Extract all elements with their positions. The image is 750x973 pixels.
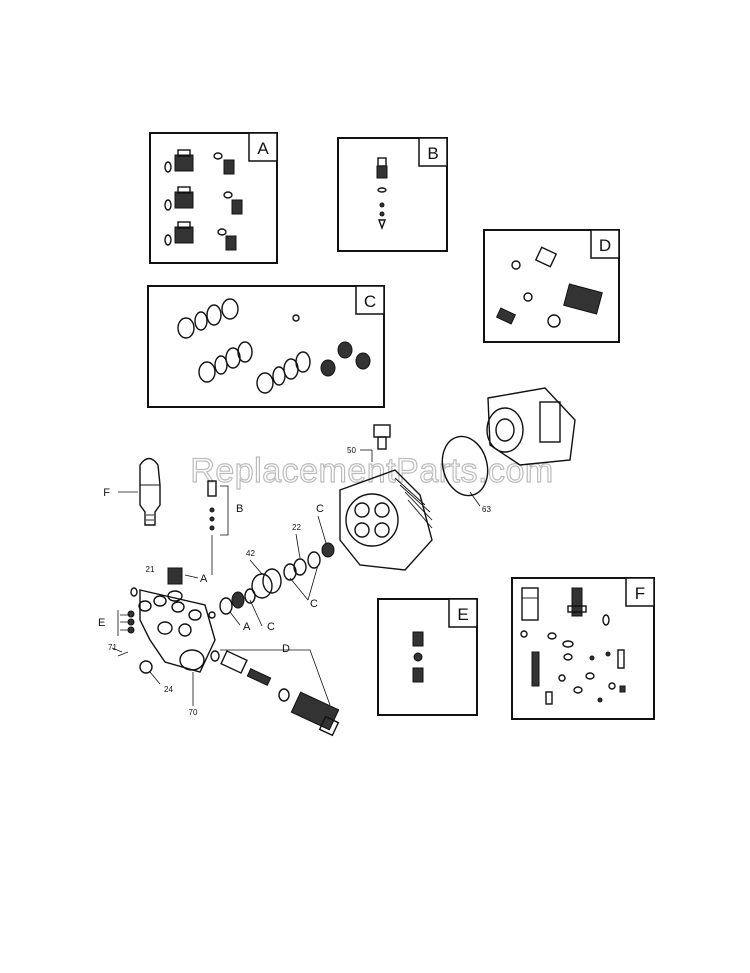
callout-63: 63 xyxy=(482,505,491,514)
callout-a-lower: A xyxy=(243,621,251,633)
callout-71: 71 xyxy=(108,643,117,652)
kit-box-c: C xyxy=(147,285,385,408)
callout-c-mid: C xyxy=(310,598,318,610)
flange-housing xyxy=(486,387,576,466)
kit-d-label: D xyxy=(599,236,611,255)
housing-gasket xyxy=(441,435,489,497)
kit-b-parts xyxy=(376,157,388,230)
kit-f-label: F xyxy=(635,584,645,603)
callout-22: 22 xyxy=(292,523,301,532)
callout-b: B xyxy=(236,503,243,515)
kit-box-d: D xyxy=(483,229,620,343)
callout-e: E xyxy=(98,617,105,629)
manifold xyxy=(111,567,216,674)
fitting-50 xyxy=(373,424,391,450)
kit-e-label: E xyxy=(457,605,468,624)
crankcase xyxy=(339,469,433,571)
callout-c-upper: C xyxy=(316,503,324,515)
callout-42: 42 xyxy=(246,549,255,558)
kit-c-parts xyxy=(177,298,371,394)
unloader-valve xyxy=(139,457,161,526)
kit-f-parts xyxy=(520,587,626,705)
callout-f: F xyxy=(103,487,110,499)
kit-a-label: A xyxy=(257,139,269,158)
kit-e-parts xyxy=(412,631,424,683)
kit-a-parts xyxy=(164,149,243,251)
kit-box-b: B xyxy=(337,137,448,252)
callout-70: 70 xyxy=(189,708,198,717)
callout-c-lower: C xyxy=(267,621,275,633)
kit-b-label: B xyxy=(427,144,438,163)
callout-24: 24 xyxy=(164,685,173,694)
check-valve-assembly xyxy=(210,650,340,737)
callout-50: 50 xyxy=(347,446,356,455)
callout-21: 21 xyxy=(146,565,155,574)
kit-d-parts xyxy=(495,246,603,328)
callout-d: D xyxy=(282,643,290,655)
kit-box-a: A xyxy=(149,132,278,264)
callout-a-upper: A xyxy=(200,573,208,585)
pump-assembly xyxy=(111,387,576,737)
kit-box-f: F xyxy=(511,577,655,720)
kit-box-e: E xyxy=(377,598,478,716)
pressure-switch xyxy=(207,480,217,531)
kit-c-label: C xyxy=(364,292,376,311)
